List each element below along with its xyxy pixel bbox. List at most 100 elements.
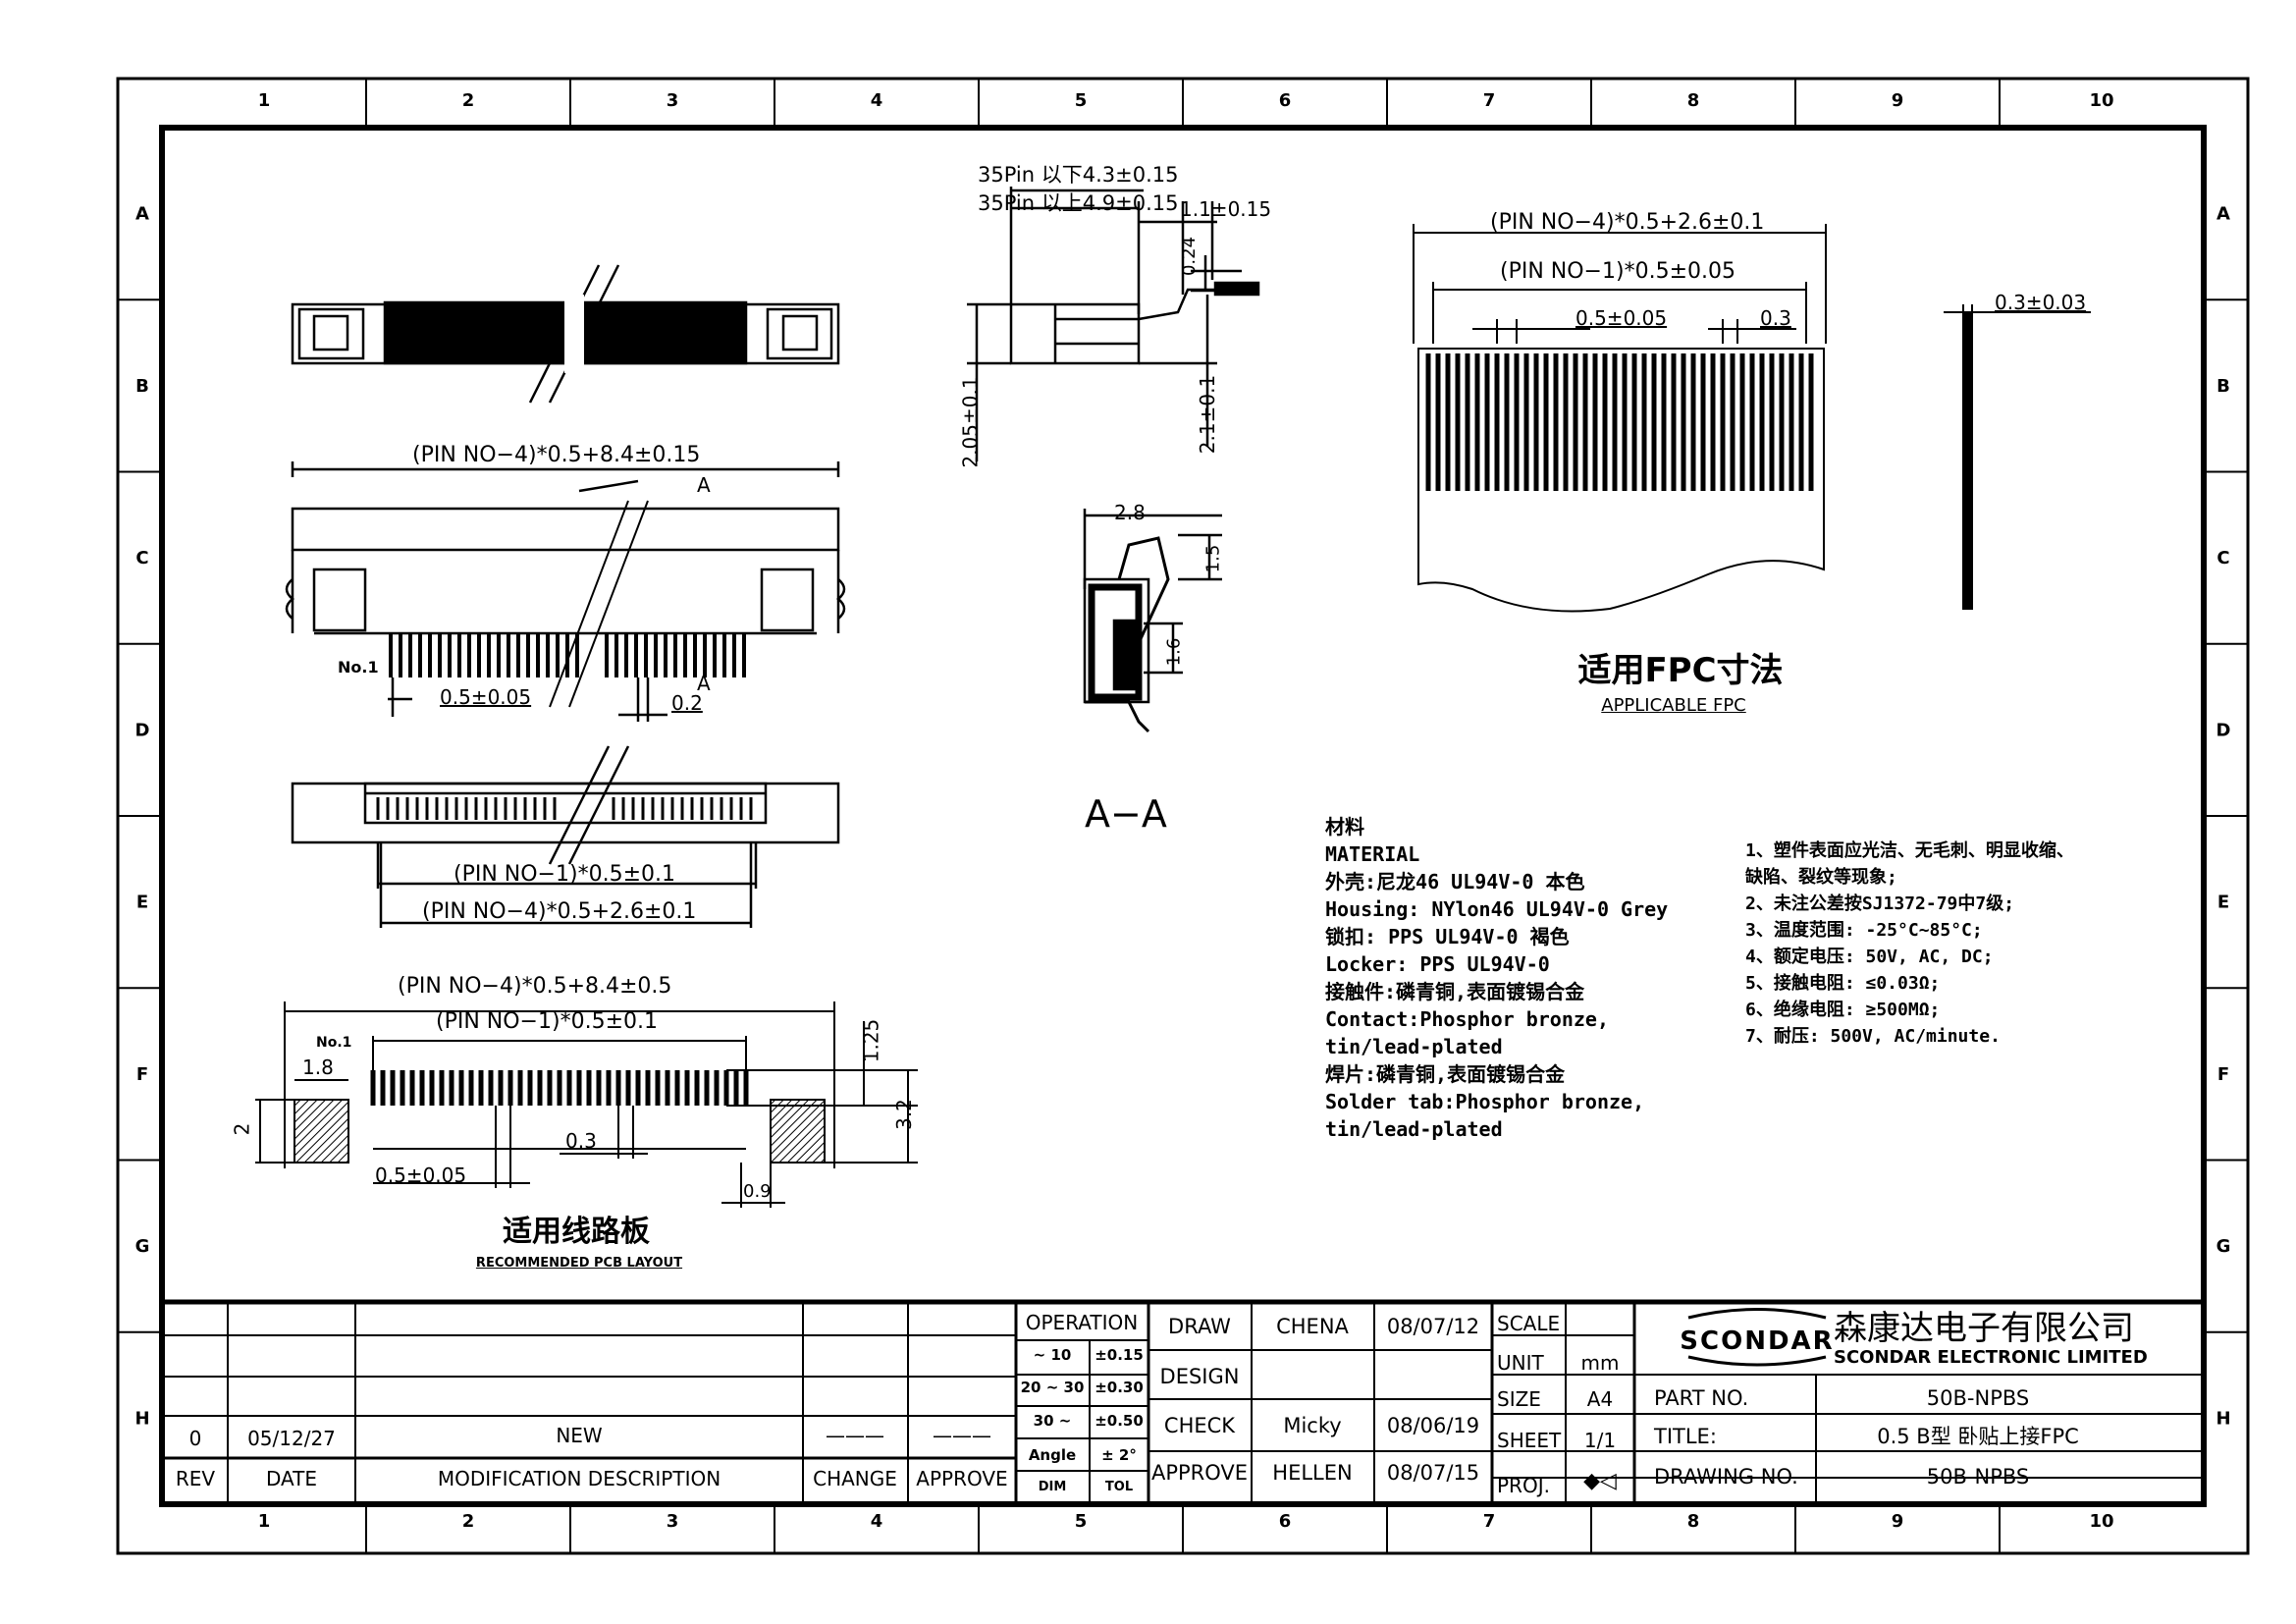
- signoff-name: Micky: [1283, 1414, 1342, 1437]
- grid-column-label: 10: [2089, 90, 2113, 111]
- section-aa-title: A−A: [1085, 792, 1167, 836]
- grid-column-label: 9: [1892, 90, 1904, 111]
- material-line: 接触件:磷青铜,表面镀锡合金: [1325, 980, 1585, 1003]
- side-tab-width: 1.1±0.15: [1180, 197, 1272, 221]
- fpc-outer-dim: (PIN NO−4)*0.5+2.6±0.1: [1490, 210, 1765, 235]
- tolerance-dim: 30 ~: [1033, 1412, 1072, 1430]
- pcb-layout-title-cn: 适用线路板: [503, 1215, 650, 1249]
- pcb-pitch-dim: 0.5±0.05: [375, 1164, 467, 1187]
- pcb-pad-offset-dim: 1.8: [302, 1056, 334, 1079]
- pcb-total-height-dim: 3.2: [891, 1099, 916, 1130]
- fpc-thickness-view: [1944, 304, 2091, 610]
- description-header: MODIFICATION DESCRIPTION: [437, 1467, 721, 1490]
- company-name-en: SCONDAR ELECTRONIC LIMITED: [1834, 1347, 2148, 1368]
- top-view-length-dim: (PIN NO−4)*0.5+8.4±0.15: [412, 443, 701, 467]
- proj-label: PROJ.: [1497, 1474, 1550, 1497]
- fpc-drawing: [1413, 224, 1827, 613]
- grid-column-label: 6: [1279, 90, 1292, 111]
- tolerance-tol-footer: TOL: [1104, 1480, 1134, 1494]
- section-marker-a-bottom: A: [697, 672, 711, 695]
- note-line: 4、额定电压: 50V, AC, DC;: [1745, 947, 1994, 967]
- connector-top-view: [291, 264, 840, 404]
- grid-row-label: A: [135, 204, 149, 225]
- sheet-label: SHEET: [1497, 1429, 1562, 1452]
- pcb-pad-width-dim: 0.9: [743, 1181, 772, 1202]
- grid-column-label: 10: [2089, 1511, 2113, 1532]
- signoff-date: 08/07/12: [1386, 1315, 1480, 1338]
- grid-row-label: B: [2216, 376, 2230, 397]
- material-line: MATERIAL: [1325, 842, 1420, 866]
- signoff-role: DESIGN: [1159, 1365, 1240, 1388]
- material-line: Locker: PPS UL94V-0: [1325, 952, 1550, 976]
- general-notes: 1、塑件表面应光洁、无毛刺、明显收缩、 缺陷、裂纹等现象;2、未注公差按SJ13…: [1745, 838, 2074, 1050]
- scondar-logo-swoosh: [1687, 1308, 1827, 1367]
- bottom-inner-dim: (PIN NO−1)*0.5±0.1: [454, 862, 675, 887]
- rev-header: REV: [175, 1467, 216, 1490]
- note-line: 3、温度范围: -25°C~85°C;: [1745, 920, 1983, 941]
- note-line: 7、耐压: 500V, AC/minute.: [1745, 1026, 2001, 1047]
- title-label: TITLE:: [1654, 1425, 1717, 1448]
- side-tab-height: 0.24: [1179, 236, 1201, 277]
- grid-column-label: 4: [871, 1511, 883, 1532]
- date-header: DATE: [265, 1467, 318, 1490]
- tolerance-value: ± 2°: [1101, 1446, 1137, 1464]
- unit-label: UNIT: [1497, 1351, 1544, 1375]
- connector-bottom-view: [291, 745, 840, 928]
- grid-row-label: C: [2216, 548, 2229, 568]
- grid-row-label: G: [135, 1236, 150, 1257]
- drawing-no-label: DRAWING NO.: [1654, 1465, 1798, 1489]
- grid-row-label: D: [2216, 720, 2231, 740]
- grid-column-label: 2: [462, 90, 475, 111]
- signoff-name: CHENA: [1276, 1315, 1349, 1338]
- fpc-trace-width-dim: 0.3: [1760, 306, 1791, 330]
- grid-row-label: F: [2217, 1064, 2229, 1085]
- pcb-layout: [255, 1001, 918, 1208]
- company-logo: SCONDAR: [1680, 1326, 1835, 1356]
- pcb-layout-title-en: RECOMMENDED PCB LAYOUT: [475, 1256, 683, 1271]
- sheet-value: 1/1: [1583, 1429, 1617, 1452]
- pcb-pin-width-dim: 0.3: [565, 1129, 597, 1153]
- grid-row-label: F: [136, 1064, 148, 1085]
- note-line: 5、接触电阻: ≤0.03Ω;: [1745, 973, 1941, 994]
- approve-header: APPROVE: [916, 1467, 1008, 1490]
- material-line: tin/lead-plated: [1325, 1035, 1503, 1058]
- grid-row-label: E: [2217, 893, 2229, 913]
- grid-column-label: 6: [1279, 1511, 1292, 1532]
- grid-column-label: 7: [1483, 1511, 1496, 1532]
- drawing-no-value: 50B-NPBS: [1926, 1465, 2030, 1489]
- section-marker-a-top: A: [697, 473, 711, 497]
- rev-approve: ———: [933, 1424, 991, 1447]
- side-height-high: 35Pin 以上4.9±0.15: [978, 191, 1179, 215]
- pcb-outer-dim: (PIN NO−4)*0.5+8.4±0.5: [398, 974, 672, 999]
- grid-row-label: H: [134, 1408, 149, 1429]
- pcb-pin-length-dim: 1.25: [859, 1018, 883, 1063]
- section-contact-height-dim: 1.6: [1163, 637, 1185, 667]
- grid-column-label: 7: [1483, 90, 1496, 111]
- side-total-height: 2.1±0.1: [1196, 374, 1220, 455]
- material-line: Solder tab:Phosphor bronze,: [1325, 1090, 1645, 1113]
- grid-column-label: 3: [667, 90, 679, 111]
- grid-row-label: C: [135, 548, 148, 568]
- pitch-dim: 0.5±0.05: [440, 685, 532, 709]
- bottom-outer-dim: (PIN NO−4)*0.5+2.6±0.1: [422, 899, 697, 924]
- grid-column-label: 3: [667, 1511, 679, 1532]
- pin1-label: No.1: [338, 658, 379, 677]
- grid-row-label: H: [2216, 1408, 2230, 1429]
- title-block-grid: [159, 1299, 2207, 1507]
- side-body-height: 2.05±0.1: [958, 376, 983, 468]
- rev-value: 0: [188, 1427, 202, 1450]
- tolerance-value: ±0.15: [1095, 1346, 1144, 1364]
- note-line: 1、塑件表面应光洁、无毛刺、明显收缩、: [1745, 840, 2074, 861]
- projection-symbol-icon: ◆◁: [1583, 1469, 1617, 1493]
- rev-change: ———: [826, 1424, 884, 1447]
- signoff-name: HELLEN: [1272, 1461, 1353, 1485]
- material-line: 外壳:尼龙46 UL94V-0 本色: [1325, 870, 1585, 893]
- signoff-role: CHECK: [1163, 1414, 1236, 1437]
- tolerance-value: ±0.30: [1095, 1379, 1144, 1396]
- rev-description: NEW: [556, 1424, 603, 1447]
- grid-row-label: E: [136, 893, 148, 913]
- grid-column-label: 1: [258, 1511, 271, 1532]
- signoff-role: APPROVE: [1150, 1461, 1249, 1485]
